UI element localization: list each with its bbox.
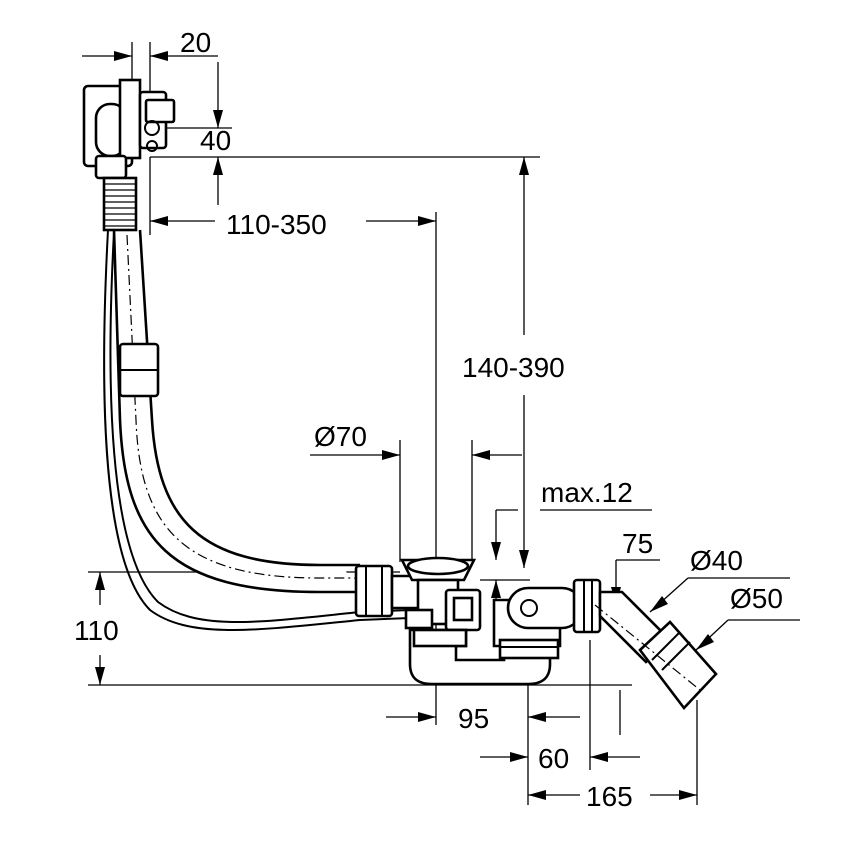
- dim-dia50-label: Ø50: [730, 583, 783, 614]
- dim-140-390-label: 140-390: [462, 352, 565, 383]
- dim-110-350-label: 110-350: [226, 209, 327, 240]
- dim-20-label: 20: [180, 27, 211, 58]
- dim-110-label: 110: [74, 615, 119, 646]
- dim-max12-label: max.12: [541, 477, 633, 508]
- dim-dia70-label: Ø70: [314, 421, 367, 452]
- dim-165-label: 165: [586, 781, 633, 812]
- overflow-pipe: [102, 176, 411, 631]
- dimension-labels: 20 40 110-350 140-390 Ø70 max.12 75 Ø40 …: [74, 27, 783, 812]
- dim-40-label: 40: [200, 125, 231, 156]
- dim-dia40-label: Ø40: [690, 545, 743, 576]
- dim-95-label: 95: [458, 703, 489, 734]
- drain-assembly: [354, 556, 718, 711]
- dim-60-label: 60: [538, 743, 569, 774]
- dim-75-label: 75: [622, 528, 653, 559]
- overflow-head: [82, 78, 176, 180]
